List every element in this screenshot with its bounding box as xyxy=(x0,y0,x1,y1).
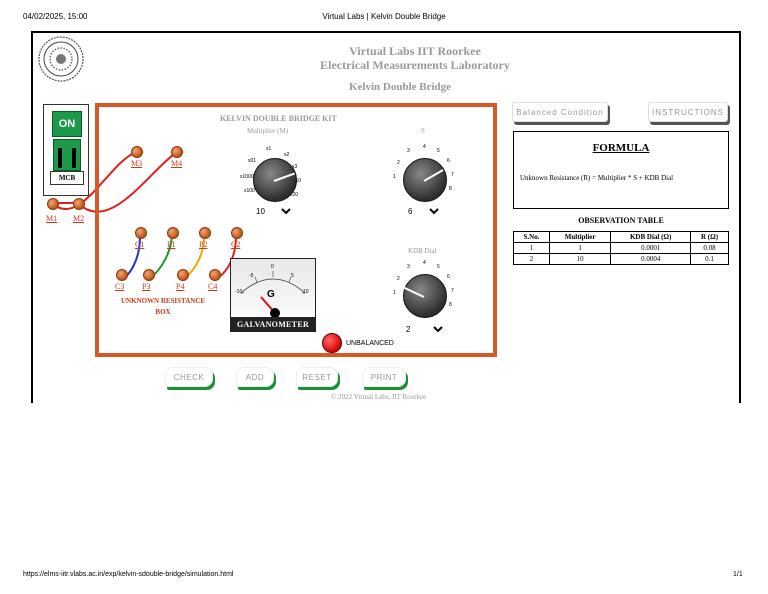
terminal-m3[interactable] xyxy=(131,146,143,158)
print-page-number: 1/1 xyxy=(733,571,743,578)
table-row: 2 10 0.0004 0.1 xyxy=(513,253,729,265)
page-subtitle: Kelvin Double Bridge xyxy=(348,81,452,93)
terminal-p2[interactable] xyxy=(199,227,211,239)
label-p2: P2 xyxy=(199,240,208,249)
multiplier-dial[interactable]: x1 x2 x3 x10 x20 x100 x1000 x01 xyxy=(240,146,304,206)
kit-title: KELVIN DOUBLE BRIDGE KIT xyxy=(220,114,337,123)
terminal-c2[interactable] xyxy=(231,227,243,239)
iit-roorkee-logo-icon xyxy=(38,36,84,82)
galvanometer-label: GALVANOMETER xyxy=(231,317,315,331)
terminal-m1[interactable] xyxy=(47,198,59,210)
check-button[interactable]: CHECK xyxy=(165,367,213,387)
kdb-dial[interactable]: 3 4 5 6 7 8 2 1 xyxy=(393,260,455,322)
table-header-row: S.No. Multiplier KDB Dial (Ω) R (Ω) xyxy=(513,231,729,243)
reset-button[interactable]: RESET xyxy=(296,367,338,387)
label-c4: C4 xyxy=(208,282,218,291)
print-page-title: Virtual Labs | Kelvin Double Bridge xyxy=(322,12,446,21)
label-m2: M2 xyxy=(73,214,85,223)
mcb-label: MCB xyxy=(50,171,84,185)
mcb-switch[interactable] xyxy=(53,139,81,171)
header-line2: Electrical Measurements Laboratory xyxy=(320,58,510,72)
label-c1: C1 xyxy=(135,240,145,249)
unknown-resistance-label: UNKNOWN RESISTANCE xyxy=(120,297,206,305)
s-select[interactable]: 6 xyxy=(404,206,442,217)
s-dial[interactable]: 3 4 5 6 7 8 2 1 xyxy=(393,144,455,206)
print-datetime: 04/02/2025, 15:00 xyxy=(23,12,88,21)
label-p1: P1 xyxy=(167,240,176,249)
multiplier-knob[interactable] xyxy=(253,158,297,202)
terminal-p3[interactable] xyxy=(143,269,155,281)
label-m3: M3 xyxy=(131,159,143,168)
header-kdb-dial: KDB Dial (Ω) xyxy=(610,231,692,243)
observation-title: OBSERVATION TABLE xyxy=(578,216,664,225)
formula-text: Unknown Resistance (R) = Multiplier * S … xyxy=(520,174,674,182)
status-text: UNBALANCED xyxy=(346,340,394,347)
instructions-button[interactable]: INSTRUCTIONS xyxy=(648,102,728,122)
observation-table: S.No. Multiplier KDB Dial (Ω) R (Ω) 1 1 … xyxy=(513,231,729,265)
label-p3: P3 xyxy=(142,282,151,291)
s-label: S xyxy=(421,127,425,135)
header-sno: S.No. xyxy=(513,231,550,243)
unknown-resistance-box-label: BOX xyxy=(155,308,171,316)
header-line1: Virtual Labs IIT Roorkee xyxy=(349,44,481,58)
header-r: R (Ω) xyxy=(690,231,729,243)
table-row: 1 1 0.0001 0.08 xyxy=(513,242,729,254)
print-button[interactable]: PRINT xyxy=(362,367,406,387)
galvanometer-scale xyxy=(240,271,306,317)
kdb-select[interactable]: 2 xyxy=(402,324,446,335)
s-knob[interactable] xyxy=(403,158,447,202)
terminal-c1[interactable] xyxy=(135,227,147,239)
mcb-box: ON MCB xyxy=(43,104,89,196)
multiplier-select[interactable]: 10 xyxy=(252,206,294,217)
terminal-p1[interactable] xyxy=(167,227,179,239)
terminal-m2[interactable] xyxy=(73,198,85,210)
balanced-condition-button[interactable]: Balanced Condition xyxy=(512,102,608,122)
simulation-frame xyxy=(31,31,741,403)
label-m1: M1 xyxy=(46,214,58,223)
kelvin-kit-panel xyxy=(95,103,497,357)
multiplier-label: Multiplier (M) xyxy=(247,127,289,135)
mcb-on-label: ON xyxy=(52,111,82,137)
formula-box: FORMULA Unknown Resistance (R) = Multipl… xyxy=(513,131,729,209)
kdb-knob[interactable] xyxy=(403,274,447,318)
label-m4: M4 xyxy=(171,159,183,168)
terminal-c3[interactable] xyxy=(116,269,128,281)
label-p4: P4 xyxy=(176,282,185,291)
galvanometer: -10 -5 0 5 10 G GALVANOMETER xyxy=(230,258,316,332)
label-c2: C2 xyxy=(231,240,241,249)
header-multiplier: Multiplier xyxy=(548,231,612,243)
terminal-c4[interactable] xyxy=(209,269,221,281)
copyright: © 2022 Virtual Labs, IIT Roorkee xyxy=(331,393,427,401)
terminal-p4[interactable] xyxy=(177,269,189,281)
galvanometer-g-letter: G xyxy=(267,289,275,300)
label-c3: C3 xyxy=(115,282,125,291)
kdb-dial-label: KDB Dial xyxy=(408,247,437,255)
status-lamp-icon xyxy=(322,333,342,353)
add-button[interactable]: ADD xyxy=(236,367,274,387)
print-url: https://elms-iitr.vlabs.ac.in/exp/kelvin… xyxy=(23,571,234,578)
terminal-m4[interactable] xyxy=(171,146,183,158)
formula-title: FORMULA xyxy=(592,142,650,154)
